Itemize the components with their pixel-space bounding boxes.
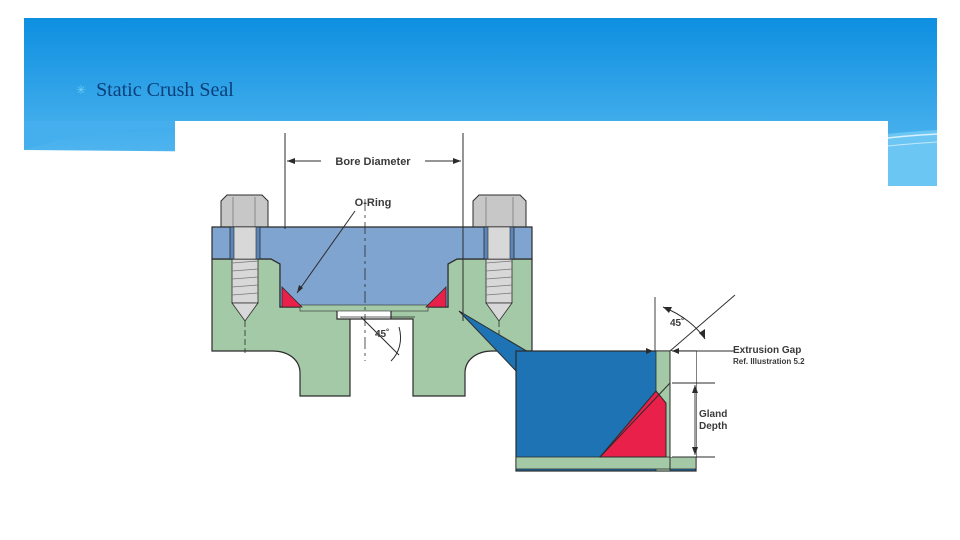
angle-detail-label: 45˚ xyxy=(670,317,684,329)
slide-title: Static Crush Seal xyxy=(96,78,234,101)
o-ring-right xyxy=(425,286,447,308)
reference-label: Ref. Illustration 5.2 xyxy=(733,357,805,366)
angle-main-label: 45˚ xyxy=(375,328,389,340)
detail-o-ring xyxy=(598,390,667,458)
bullet-star-icon: ✳ xyxy=(76,83,87,97)
depth-label: Depth xyxy=(699,421,727,432)
crush-seal-diagram: Bore Diameter O-Ring 45˚ xyxy=(211,133,805,472)
o-ring-label: O-Ring xyxy=(355,197,392,209)
title-row: ✳ Static Crush Seal xyxy=(76,78,234,102)
extrusion-gap-label: Extrusion Gap xyxy=(733,345,801,356)
gland-label: Gland xyxy=(699,409,727,420)
bore-diameter-label: Bore Diameter xyxy=(335,156,411,168)
header-left-curve xyxy=(24,121,175,150)
right-bolt xyxy=(472,194,527,353)
left-bolt xyxy=(220,194,269,353)
slide: ✳ Static Crush Seal xyxy=(24,18,937,518)
header-right-strip xyxy=(888,130,937,186)
o-ring-left xyxy=(281,286,303,308)
diagram-panel: Bore Diameter O-Ring 45˚ xyxy=(175,121,888,491)
